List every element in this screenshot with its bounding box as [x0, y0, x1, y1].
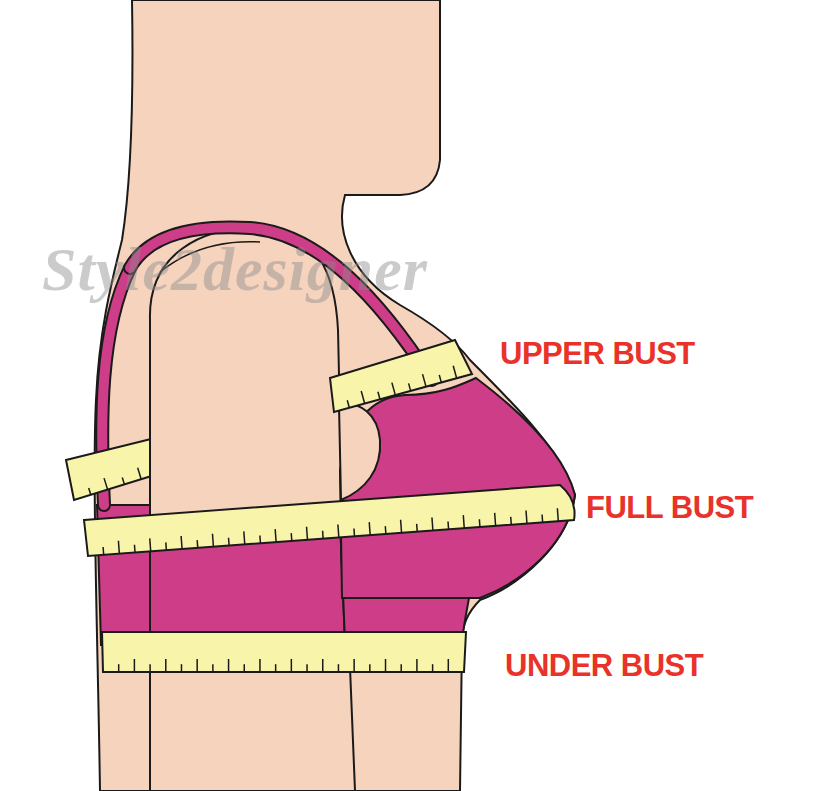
- tape-tick: [306, 527, 308, 540]
- tape-tick: [447, 522, 449, 530]
- tape-tick: [337, 524, 339, 537]
- tape-tick: [510, 517, 512, 525]
- tape-tick: [118, 541, 120, 554]
- tape-tick: [306, 664, 308, 672]
- tape-tick: [400, 664, 402, 672]
- tape-tick: [416, 524, 418, 532]
- tape-tick: [439, 375, 441, 383]
- tape-tick: [165, 542, 167, 550]
- tape-tick: [243, 531, 245, 544]
- measurement-label: UPPER BUST: [500, 338, 695, 369]
- tape-tick: [212, 664, 214, 672]
- tape-tick: [196, 659, 198, 672]
- tape-tick: [431, 517, 433, 530]
- tape-upper-bust: [330, 340, 472, 412]
- tape-tick: [448, 659, 450, 672]
- tape-tick: [409, 383, 411, 391]
- tape-tick: [274, 529, 276, 542]
- tape-tick: [479, 519, 481, 527]
- tape-tick: [385, 659, 387, 672]
- tape-tick: [400, 520, 402, 533]
- tape-tick: [322, 659, 324, 672]
- tape-tick: [368, 522, 370, 535]
- tape-tick: [180, 536, 182, 549]
- tape-ticks: [89, 366, 559, 672]
- tape-tick: [353, 659, 355, 672]
- tape-tick: [149, 664, 151, 672]
- tape-tick: [228, 538, 230, 546]
- tape-tick: [165, 659, 167, 672]
- tape-tick: [291, 659, 293, 672]
- tape-tick: [196, 540, 198, 548]
- tape-tick: [369, 664, 371, 672]
- tape-tick: [378, 392, 380, 400]
- tape-tick: [338, 664, 340, 672]
- tape-tick: [432, 664, 434, 672]
- tape-tick: [149, 538, 151, 551]
- tape-tick: [275, 664, 277, 672]
- tape-tick: [416, 659, 418, 672]
- tape-tick: [385, 526, 387, 534]
- tape-tick: [423, 374, 426, 387]
- tape-tick: [557, 508, 559, 521]
- tape-tick: [494, 513, 496, 526]
- tape-tick: [541, 515, 543, 523]
- tape-tick: [228, 659, 230, 672]
- tape-tick: [122, 478, 124, 485]
- torso: [95, 0, 575, 791]
- armpit: [339, 404, 380, 500]
- watermark: Style2designer: [42, 238, 428, 300]
- tape-tick: [89, 488, 91, 495]
- tape-under-bust: [102, 632, 466, 672]
- tape-tick: [134, 659, 136, 672]
- tape-tick: [463, 515, 465, 528]
- tape-tick: [361, 391, 364, 404]
- tape-tick: [102, 547, 104, 555]
- tape-tick: [212, 534, 214, 547]
- tape-tick: [347, 400, 349, 408]
- tape-tick: [181, 664, 183, 672]
- tape-tick: [259, 659, 261, 672]
- tape-tick: [138, 468, 142, 479]
- tape-tick: [290, 533, 292, 541]
- tape-tick: [322, 531, 324, 539]
- tape-tick: [525, 511, 527, 524]
- tape-tick: [104, 478, 108, 489]
- tape-tick: [453, 366, 456, 379]
- tape-tick: [134, 545, 136, 553]
- tape-upper-back: [66, 438, 158, 500]
- measurement-label: UNDER BUST: [505, 650, 703, 681]
- tape-tick: [392, 383, 395, 396]
- tape-tick: [353, 528, 355, 536]
- tape-tick: [118, 664, 120, 672]
- measurement-label: FULL BUST: [586, 492, 753, 523]
- tape-tick: [259, 535, 261, 543]
- tape-tick: [244, 664, 246, 672]
- tape-full-bust: [84, 485, 574, 556]
